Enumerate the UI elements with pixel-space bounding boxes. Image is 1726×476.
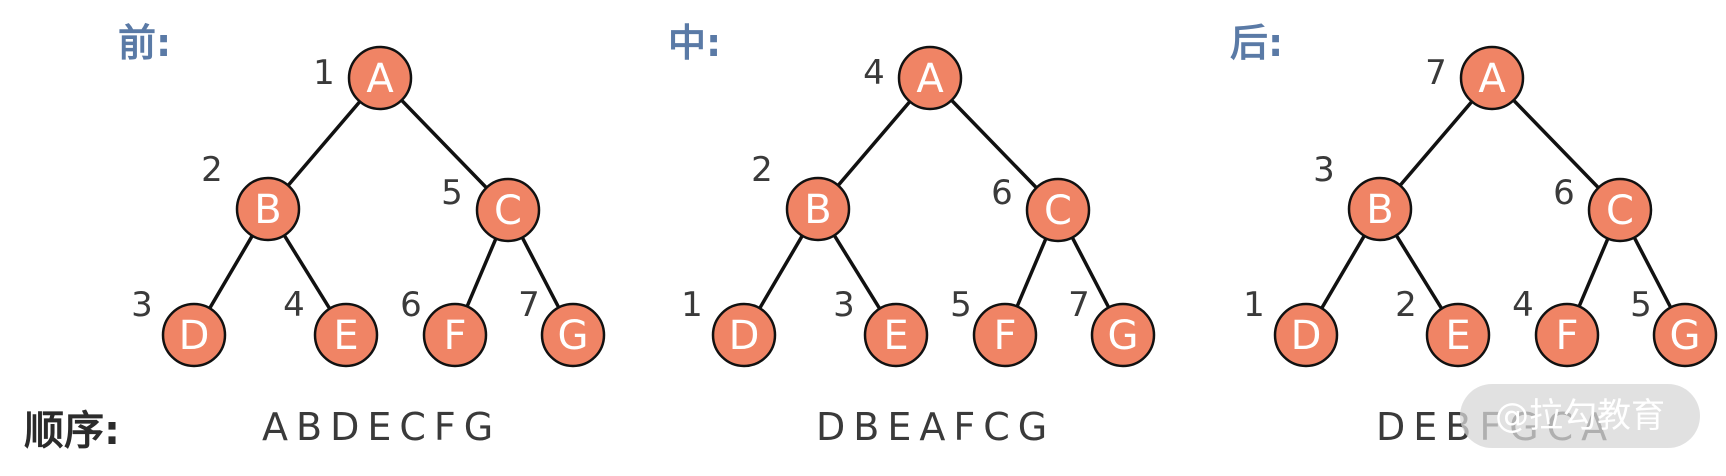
visit-order-B: 2 bbox=[201, 150, 223, 190]
node-A bbox=[347, 45, 413, 111]
visit-order-G: 7 bbox=[518, 285, 540, 325]
node-label-D: D bbox=[1291, 313, 1322, 359]
visit-order-C: 6 bbox=[1553, 173, 1575, 213]
node-label-B: B bbox=[804, 187, 831, 233]
node-D bbox=[1273, 302, 1339, 368]
node-label-E: E bbox=[1445, 313, 1470, 359]
node-label-F: F bbox=[443, 313, 466, 359]
visit-order-E: 4 bbox=[283, 285, 305, 325]
node-E bbox=[863, 302, 929, 368]
sequence-preorder: ABDECFG bbox=[262, 405, 502, 449]
node-A bbox=[1459, 45, 1525, 111]
visit-order-A: 4 bbox=[863, 53, 885, 93]
node-C bbox=[1587, 177, 1653, 243]
node-label-D: D bbox=[729, 313, 760, 359]
visit-order-C: 6 bbox=[991, 173, 1013, 213]
visit-order-F: 6 bbox=[400, 285, 422, 325]
node-G bbox=[1090, 302, 1156, 368]
node-G bbox=[540, 302, 606, 368]
panel-title-preorder: 前: bbox=[118, 21, 172, 65]
node-label-A: A bbox=[916, 56, 944, 102]
node-label-C: C bbox=[494, 188, 522, 234]
node-label-D: D bbox=[179, 313, 210, 359]
visit-order-C: 5 bbox=[441, 173, 463, 213]
node-label-G: G bbox=[1108, 313, 1139, 359]
visit-order-F: 5 bbox=[950, 285, 972, 325]
node-F bbox=[1534, 302, 1600, 368]
visit-order-F: 4 bbox=[1512, 285, 1534, 325]
node-E bbox=[313, 302, 379, 368]
node-F bbox=[972, 302, 1038, 368]
node-label-B: B bbox=[1366, 187, 1393, 233]
visit-order-A: 7 bbox=[1425, 53, 1447, 93]
node-label-B: B bbox=[254, 187, 281, 233]
node-F bbox=[422, 302, 488, 368]
node-C bbox=[1025, 177, 1091, 243]
node-B bbox=[1347, 176, 1413, 242]
node-E bbox=[1425, 302, 1491, 368]
node-B bbox=[235, 176, 301, 242]
node-G bbox=[1652, 302, 1718, 368]
visit-order-D: 3 bbox=[131, 285, 153, 325]
node-label-G: G bbox=[558, 313, 589, 359]
sequence-inorder: DBEAFCG bbox=[816, 405, 1056, 449]
visit-order-G: 5 bbox=[1630, 285, 1652, 325]
node-label-F: F bbox=[1555, 313, 1578, 359]
visit-order-G: 7 bbox=[1068, 285, 1090, 325]
node-label-C: C bbox=[1606, 188, 1634, 234]
node-label-A: A bbox=[366, 56, 394, 102]
node-C bbox=[475, 177, 541, 243]
panel-title-inorder: 中: bbox=[668, 21, 722, 65]
visit-order-A: 1 bbox=[313, 53, 335, 93]
panel-title-postorder: 后: bbox=[1230, 21, 1284, 65]
visit-order-D: 1 bbox=[681, 285, 703, 325]
visit-order-E: 3 bbox=[833, 285, 855, 325]
node-label-G: G bbox=[1670, 313, 1701, 359]
visit-order-B: 2 bbox=[751, 150, 773, 190]
visit-order-D: 1 bbox=[1243, 285, 1265, 325]
node-A bbox=[897, 45, 963, 111]
watermark: @拉勾教育 bbox=[1460, 384, 1700, 448]
visit-order-B: 3 bbox=[1313, 150, 1335, 190]
node-label-C: C bbox=[1044, 188, 1072, 234]
node-D bbox=[711, 302, 777, 368]
visit-order-E: 2 bbox=[1395, 285, 1417, 325]
node-label-E: E bbox=[883, 313, 908, 359]
node-B bbox=[785, 176, 851, 242]
node-label-A: A bbox=[1478, 56, 1506, 102]
node-D bbox=[161, 302, 227, 368]
order-label: 顺序: bbox=[24, 408, 120, 454]
node-label-E: E bbox=[333, 313, 358, 359]
node-label-F: F bbox=[993, 313, 1016, 359]
